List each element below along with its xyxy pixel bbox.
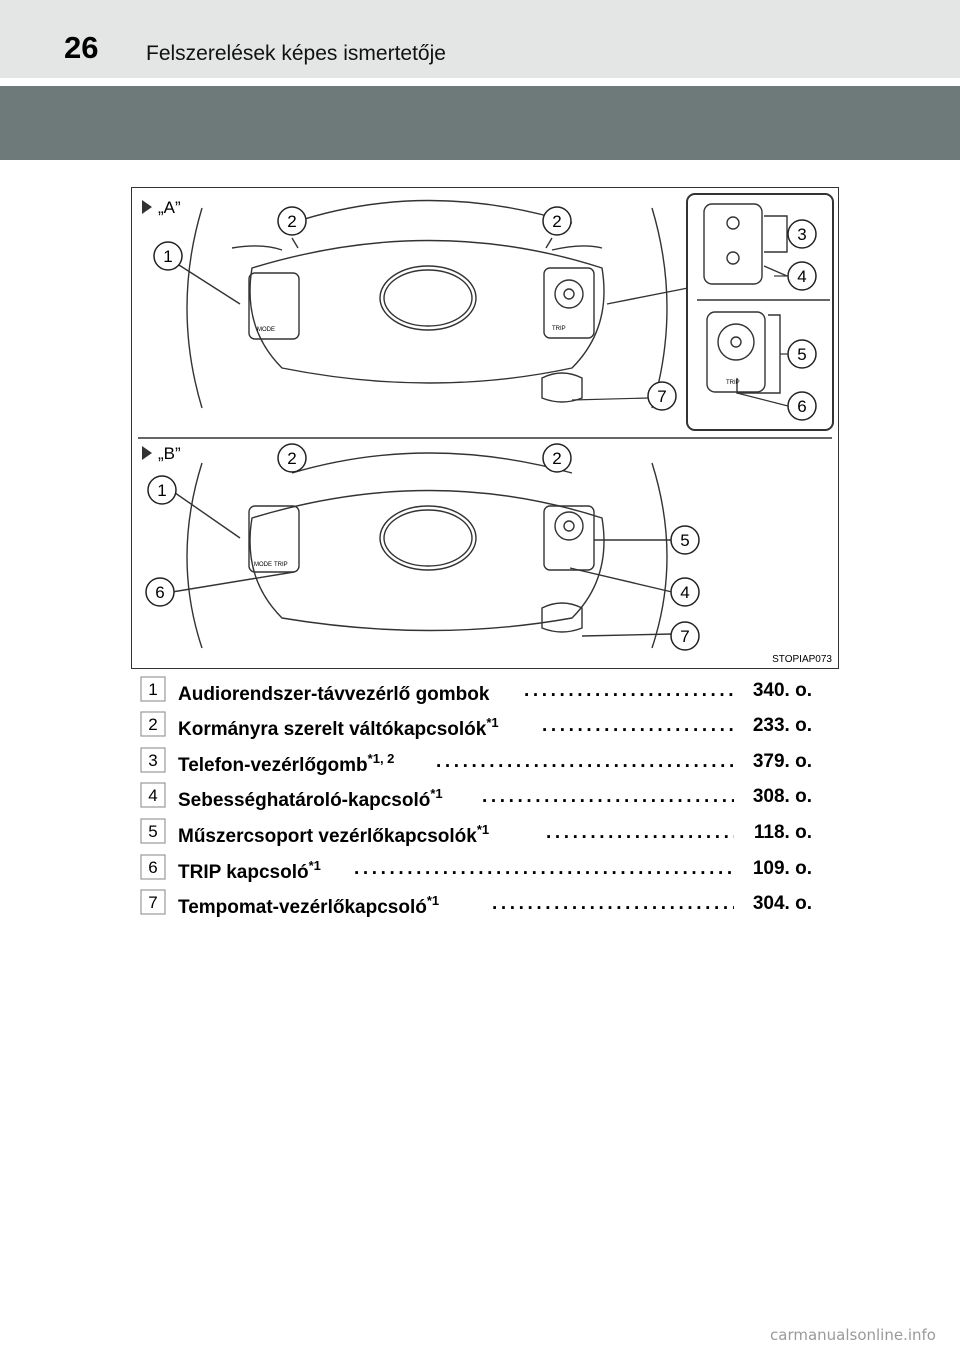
item-number-box: 7 [140, 889, 166, 915]
svg-text:2: 2 [287, 449, 296, 468]
item-label: Műszercsoport vezérlőkapcsolók [178, 826, 477, 847]
list-item: 5 Műszercsoport vezérlőkapcsolók*1 .....… [140, 818, 830, 850]
svg-text:1: 1 [163, 247, 172, 266]
item-label: Sebességhatároló-kapcsoló [178, 790, 431, 811]
item-number-box: 3 [140, 747, 166, 773]
svg-text:4: 4 [797, 267, 806, 286]
page-header: 26 Felszerelések képes ismertetője [0, 0, 960, 78]
svg-text:2: 2 [148, 715, 157, 734]
list-item: 1 Audiorendszer-távvezérlő gombok ......… [140, 676, 830, 708]
section-b-label: „B” [158, 444, 181, 463]
section-a-label: „A” [158, 198, 181, 217]
svg-text:1: 1 [148, 680, 157, 699]
wheel-b [167, 452, 673, 649]
svg-text:2: 2 [552, 212, 561, 231]
list-item: 4 Sebességhatároló-kapcsoló*1 ..........… [140, 782, 830, 814]
leader-dots: ......................... [546, 822, 734, 843]
svg-text:6: 6 [797, 397, 806, 416]
item-label: TRIP kapcsoló [178, 862, 309, 883]
wheel-a-mode-text: MODE [257, 327, 275, 333]
svg-text:5: 5 [680, 531, 689, 550]
svg-text:3: 3 [797, 225, 806, 244]
leader-dots: ......................... [542, 715, 734, 736]
leader-dots: ............................. [492, 893, 734, 914]
svg-text:7: 7 [680, 627, 689, 646]
steering-wheel-figure: „A” MODE TRIP 1 2 [131, 187, 839, 669]
figure-code: STOPIAP073 [772, 654, 832, 665]
wheel-a-trip-text: TRIP [552, 326, 566, 332]
svg-text:5: 5 [797, 345, 806, 364]
leader-dots: .............................. [482, 786, 734, 807]
svg-text:4: 4 [148, 786, 157, 805]
item-page: 118. o. [753, 822, 812, 843]
item-sup: *1 [476, 822, 490, 837]
item-label: Telefon-vezérlőgomb [178, 755, 368, 776]
item-page: 109. o. [752, 858, 812, 879]
wheel-b-trip-text: TRIP [274, 562, 288, 568]
list-item: 6 TRIP kapcsoló*1 ......................… [140, 854, 830, 886]
page-title: Felszerelések képes ismertetője [146, 42, 446, 65]
leader-dots: .................................. [436, 751, 734, 772]
svg-text:7: 7 [657, 387, 666, 406]
item-page: 233. o. [752, 715, 812, 736]
list-item: 3 Telefon-vezérlőgomb*1, 2 .............… [140, 747, 830, 779]
item-number-box: 6 [140, 854, 166, 880]
svg-text:6: 6 [148, 858, 157, 877]
watermark-brand: carmanualsonline.info [770, 1326, 936, 1344]
item-page: 308. o. [752, 786, 812, 807]
item-sup: *1 [308, 858, 321, 873]
leader-dots: ......................... [524, 680, 734, 701]
section-a-marker-icon [142, 200, 152, 214]
item-sup: *1, 2 [367, 751, 395, 766]
steering-wheel-illustration: „A” MODE TRIP 1 2 [138, 193, 834, 665]
svg-text:5: 5 [148, 822, 157, 841]
list-item: 2 Kormányra szerelt váltókapcsolók*1 ...… [140, 711, 830, 743]
item-number-box: 1 [140, 676, 166, 702]
wheel-a [167, 199, 689, 409]
item-page: 304. o. [752, 893, 812, 914]
item-page: 340. o. [752, 680, 812, 701]
svg-text:4: 4 [680, 583, 689, 602]
svg-text:7: 7 [148, 893, 157, 912]
list-item: 7 Tempomat-vezérlőkapcsoló*1 ...........… [140, 889, 830, 921]
item-page: 379. o. [752, 751, 812, 772]
svg-text:2: 2 [287, 212, 296, 231]
svg-text:3: 3 [148, 751, 157, 770]
item-sup: *1 [430, 786, 443, 801]
inset-trip-text: TRIP [726, 380, 740, 386]
item-label: Tempomat-vezérlőkapcsoló [178, 897, 427, 918]
item-label: Kormányra szerelt váltókapcsolók [178, 719, 487, 740]
item-label: Audiorendszer-távvezérlő gombok [178, 684, 490, 705]
wheel-b-mode-text: MODE [254, 562, 272, 568]
item-number-box: 4 [140, 782, 166, 808]
svg-text:1: 1 [157, 481, 166, 500]
leader-dots: ........................................… [354, 858, 734, 879]
item-sup: *1 [486, 715, 499, 730]
item-number-box: 5 [140, 818, 166, 844]
item-sup: *1 [426, 893, 440, 908]
inset-panel-a [686, 193, 834, 431]
svg-text:6: 6 [155, 583, 164, 602]
header-band [0, 86, 960, 160]
page-number: 26 [64, 30, 99, 65]
item-number-box: 2 [140, 711, 166, 737]
svg-text:2: 2 [552, 449, 561, 468]
section-b-marker-icon [142, 446, 152, 460]
